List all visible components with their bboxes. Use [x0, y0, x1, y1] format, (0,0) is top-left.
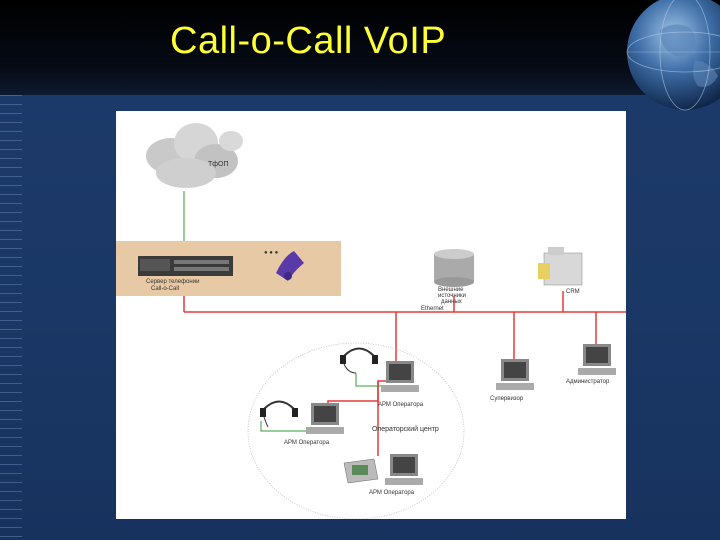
operator-top-label: АРМ Оператора	[378, 402, 424, 408]
database-icon	[434, 249, 474, 287]
operator-left-computer-icon	[306, 403, 344, 434]
operator-top-computer-icon	[381, 361, 419, 392]
slide-title: Call-o-Call VoIP	[170, 20, 447, 62]
server-label-2: Call-o-Call	[151, 286, 179, 292]
voip-bell-icon: ● ● ●	[264, 250, 304, 281]
headset-cable	[355, 373, 386, 387]
db-label-3: данных	[441, 299, 462, 305]
operator-bottom-label: АРМ Оператора	[369, 490, 415, 496]
headset-cable	[260, 421, 311, 432]
admin-computer-icon	[578, 344, 616, 375]
operator-left-label: АРМ Оператора	[284, 440, 330, 446]
operator-center-boundary	[247, 342, 465, 519]
db-label-1: Внешние	[438, 287, 464, 293]
decorative-stripes	[0, 95, 22, 540]
headset-icon	[340, 347, 378, 374]
supervisor-computer-icon	[496, 359, 534, 390]
ethernet-label: Ethernet	[421, 306, 444, 312]
crm-label: CRM	[566, 289, 580, 295]
db-label-2: источники	[438, 293, 466, 299]
svg-text:● ● ●: ● ● ●	[264, 250, 279, 256]
headset-icon	[260, 400, 298, 428]
network-diagram: ТфОП Сервер телефонии Call-o-Call ● ● ●	[116, 111, 626, 519]
cloud-label: ТфОП	[208, 161, 229, 168]
server-icon	[138, 256, 233, 276]
title-bar	[0, 0, 720, 95]
cloud-icon	[146, 123, 243, 188]
server-label-1: Сервер телефонии	[146, 279, 199, 285]
supervisor-label: Супервизор	[490, 396, 524, 402]
operator-center-label: Операторский центр	[372, 425, 439, 433]
desk-phone-icon	[343, 458, 379, 484]
crm-server-icon	[538, 247, 583, 286]
globe-icon	[626, 0, 720, 111]
admin-label: Администратор	[566, 379, 610, 385]
operator-bottom-computer-icon	[385, 454, 423, 485]
